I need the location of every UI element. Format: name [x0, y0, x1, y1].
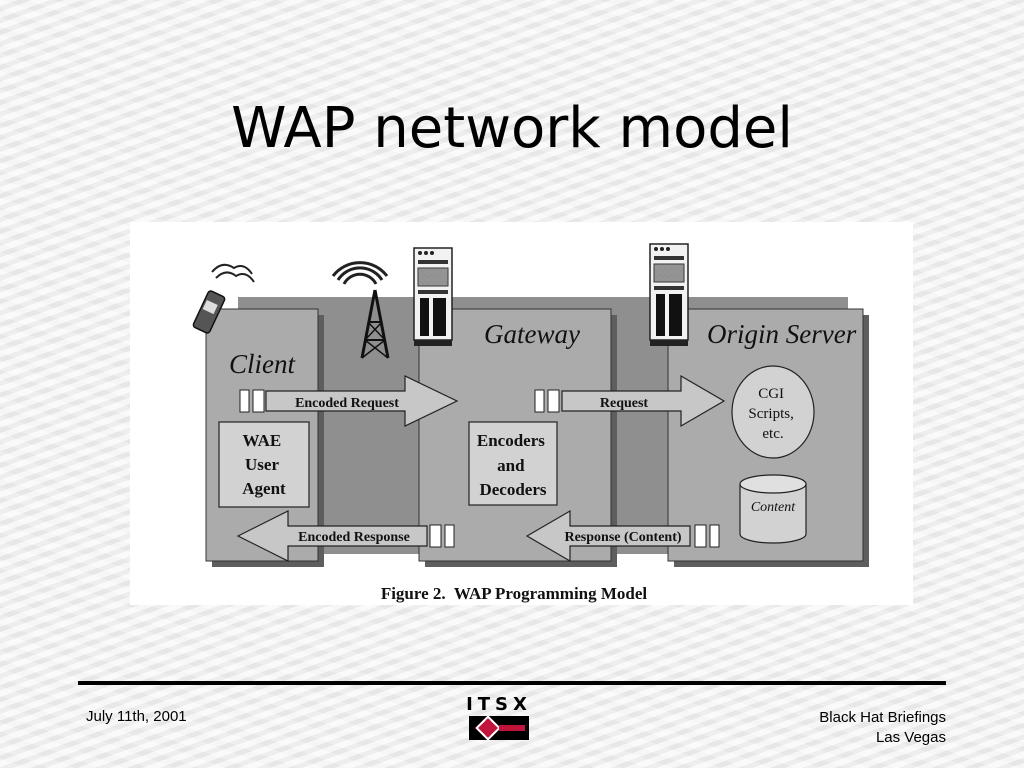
response-content-label: Response (Content): [564, 530, 681, 545]
cgi-scripts-ellipse: CGI Scripts, etc.: [731, 365, 815, 459]
client-label: Client: [229, 349, 296, 379]
footer-event: Black Hat Briefings Las Vegas: [819, 708, 946, 748]
encoded-request-label: Encoded Request: [295, 396, 399, 411]
figure-caption: Figure 2. WAP Programming Model: [381, 584, 648, 603]
mobile-phone-icon: [192, 263, 255, 334]
encoded-request-arrow: Encoded Request: [239, 375, 459, 427]
user-agent-line-3: Agent: [242, 479, 286, 498]
cgi-line-2: Scripts,: [748, 406, 793, 422]
content-label: Content: [751, 500, 796, 515]
request-arrow: Request: [534, 374, 726, 428]
encoded-response-label: Encoded Response: [298, 530, 410, 545]
logo-diamond-icon: [475, 715, 501, 741]
radio-tower-icon: [331, 261, 390, 359]
origin-server-label: Origin Server: [707, 319, 857, 349]
svg-text:Encoders and D: Encoders and Decoders: [477, 431, 549, 499]
logo-text: ITSX: [466, 694, 532, 715]
footer-event-name: Black Hat Briefings: [819, 709, 946, 726]
wap-programming-model-figure: Client Gateway Origin Server WAE User Ag…: [130, 222, 913, 605]
codec-line-3: Decoders: [479, 480, 546, 499]
cgi-line-1: CGI: [758, 386, 784, 402]
footer-event-location: Las Vegas: [875, 729, 946, 746]
encoders-decoders-box: Encoders and Decoders: [468, 421, 558, 506]
user-agent-line-2: User: [245, 455, 279, 474]
svg-text:WAE User Agent: WAE User Agent: [242, 431, 286, 498]
user-agent-line-1: WAE: [243, 431, 282, 450]
cgi-line-3: etc.: [762, 426, 783, 442]
gateway-server-icon: [413, 247, 453, 346]
codec-line-2: and: [497, 456, 525, 475]
logo-mark-icon: [469, 715, 529, 741]
content-database-cylinder: Content: [739, 474, 807, 544]
codec-line-1: Encoders: [477, 431, 545, 450]
footer-date: July 11th, 2001: [86, 708, 187, 725]
slide-title: WAP network model: [231, 96, 793, 161]
itsx-logo: ITSX: [466, 694, 532, 748]
request-label: Request: [600, 396, 649, 411]
logo-stripe: [499, 725, 525, 731]
response-content-arrow: Response (Content): [525, 509, 720, 563]
origin-server-icon: [649, 243, 689, 346]
gateway-label: Gateway: [484, 319, 580, 349]
wae-user-agent-box: WAE User Agent: [218, 421, 310, 508]
encoded-response-arrow: Encoded Response: [236, 510, 455, 562]
svg-text:CGI Scripts, e: CGI Scripts, etc.: [748, 386, 797, 442]
footer-divider: [78, 681, 946, 685]
